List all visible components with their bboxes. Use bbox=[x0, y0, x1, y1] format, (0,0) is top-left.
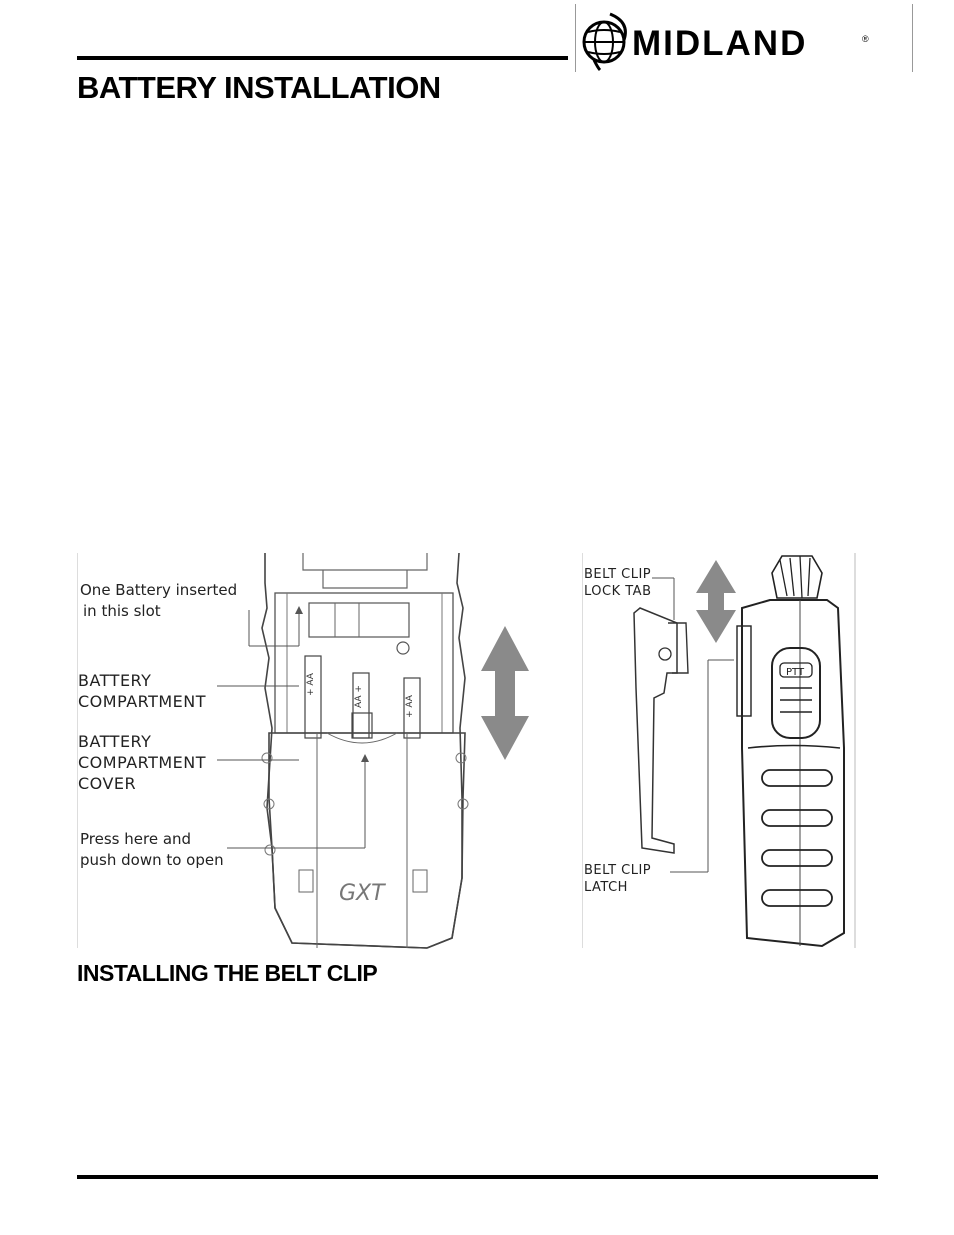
header-divider-left bbox=[575, 4, 576, 72]
label-press-line2: push down to open bbox=[80, 851, 224, 869]
label-cover-line2: COMPARTMENT bbox=[78, 753, 207, 772]
label-cover-line1: BATTERY bbox=[78, 732, 152, 751]
header-divider-right bbox=[912, 4, 913, 72]
brand-logo-text: MIDLAND bbox=[632, 24, 808, 63]
label-compartment-line1: BATTERY bbox=[78, 671, 152, 690]
label-lock-tab-line1: BELT CLIP bbox=[584, 567, 652, 582]
label-latch-line2: LATCH bbox=[584, 880, 628, 895]
label-cover-line3: COVER bbox=[78, 774, 137, 793]
footer-rule bbox=[77, 1175, 878, 1179]
svg-text:AA +: AA + bbox=[354, 685, 364, 708]
ptt-button-label: PTT bbox=[786, 667, 805, 678]
page-title: BATTERY INSTALLATION bbox=[77, 70, 441, 105]
battery-compartment-figure: + AA AA + + AA GXT bbox=[77, 552, 529, 949]
registered-mark: ® bbox=[862, 34, 869, 44]
label-latch-line1: BELT CLIP bbox=[584, 863, 652, 878]
cover-logo: GXT bbox=[339, 881, 386, 906]
svg-text:+ AA: + AA bbox=[405, 694, 415, 718]
label-slot-line1: One Battery inserted bbox=[80, 581, 238, 599]
section-title: INSTALLING THE BELT CLIP bbox=[77, 960, 378, 986]
belt-clip-figure: PTT bbox=[582, 553, 856, 948]
svg-text:+ AA: + AA bbox=[306, 672, 316, 696]
label-press-line1: Press here and bbox=[80, 830, 192, 848]
label-slot-line2: in this slot bbox=[83, 602, 161, 620]
globe-icon bbox=[582, 12, 627, 72]
label-lock-tab-line2: LOCK TAB bbox=[584, 584, 652, 599]
header-rule bbox=[77, 56, 568, 60]
label-compartment-line2: COMPARTMENT bbox=[78, 692, 207, 711]
